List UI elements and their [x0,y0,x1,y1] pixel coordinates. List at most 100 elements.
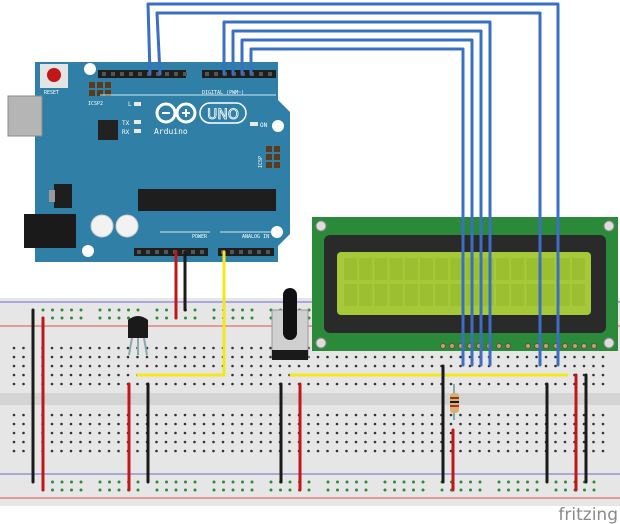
icsp2-header [89,82,111,96]
breadboard-hole [212,449,215,453]
usb-connector [7,95,43,137]
breadboard-hole [60,440,63,444]
rail-hole [516,488,520,492]
breadboard-hole [335,440,339,444]
breadboard-hole [506,413,510,417]
breadboard-hole [430,449,434,453]
breadboard-hole [326,413,329,417]
breadboard-hole [525,440,529,444]
breadboard-hole [506,382,510,386]
rail-hole [51,488,54,492]
rail-hole [507,480,510,484]
data-wire [231,29,483,367]
rail-hole [70,316,73,320]
breadboard-hole [259,346,263,350]
breadboard-hole [12,449,16,453]
potentiometer-knob [283,288,297,340]
breadboard-hole [354,364,358,368]
breadboard-hole [278,364,282,368]
rail-hole [355,488,358,492]
rail-hole [507,488,510,492]
breadboard-hole [582,364,586,368]
breadboard-hole [221,431,225,435]
breadboard-hole [269,382,272,386]
rail-hole [250,488,254,492]
breadboard-hole [430,364,434,368]
breadboard-hole [193,422,196,426]
breadboard-hole [563,449,567,453]
breadboard-hole [354,413,358,417]
rail-hole [231,488,235,492]
rail-hole [193,488,197,492]
breadboard-hole [373,449,377,453]
lcd-cell [389,258,403,280]
icsp2-label: ICSP2 [88,101,103,107]
rail-hole [193,480,197,484]
digital-header-right [202,70,276,78]
rail-hole [412,480,415,484]
breadboard-hole [117,373,120,377]
breadboard-hole [221,449,225,453]
breadboard-hole [383,382,386,386]
breadboard-hole [117,346,120,350]
breadboard-hole [12,373,16,377]
rail-hole [326,488,330,492]
regulator-tab [49,190,55,202]
breadboard-hole [164,355,168,359]
breadboard-hole [183,440,187,444]
breadboard-hole [136,413,139,417]
breadboard-hole [79,413,82,417]
breadboard-hole [60,422,63,426]
breadboard-hole [240,382,244,386]
breadboard-hole [468,382,472,386]
lcd-pin [581,343,587,349]
breadboard-hole [459,440,462,444]
lcd-cell [420,284,433,306]
lcd-cell [556,284,570,306]
breadboard-hole [364,422,367,426]
breadboard-hole [392,382,396,386]
breadboard-hole [22,431,25,435]
breadboard-hole [174,440,177,444]
rail-hole [127,308,130,312]
breadboard-hole [421,364,424,368]
breadboard-hole [193,364,196,368]
breadboard-hole [88,373,92,377]
breadboard-hole [174,346,177,350]
reset-button-cap [47,68,61,82]
breadboard-hole [193,449,196,453]
breadboard-hole [164,440,168,444]
rail-hole [165,316,168,320]
lcd-header-pins [440,343,597,349]
model-label: UNO [207,107,239,123]
breadboard-hole [107,413,111,417]
breadboard-hole [183,431,187,435]
breadboard-hole [354,431,358,435]
breadboard-hole [155,364,158,368]
breadboard-hole [60,449,63,453]
resistor [450,384,459,420]
breadboard-hole [107,440,111,444]
breadboard-hole [98,440,101,444]
lcd-mount-hole [315,337,327,349]
breadboard-hole [69,449,73,453]
analog-pin [257,250,261,254]
breadboard-hole [202,413,206,417]
breadboard-hole [250,382,253,386]
breadboard-hole [326,355,329,359]
breadboard-hole [69,440,73,444]
breadboard-hole [373,382,377,386]
breadboard-hole [107,422,111,426]
rail-hole [554,488,558,492]
arduino-mount-hole [84,63,96,75]
breadboard-hole [525,431,529,435]
breadboard-hole [183,346,187,350]
breadboard-hole [231,355,234,359]
breadboard-hole [554,422,557,426]
breadboard-hole [126,355,130,359]
breadboard-hole [592,355,595,359]
led-tx [134,120,141,124]
breadboard-hole [459,449,462,453]
breadboard-hole [250,355,253,359]
breadboard-hole [392,422,396,426]
